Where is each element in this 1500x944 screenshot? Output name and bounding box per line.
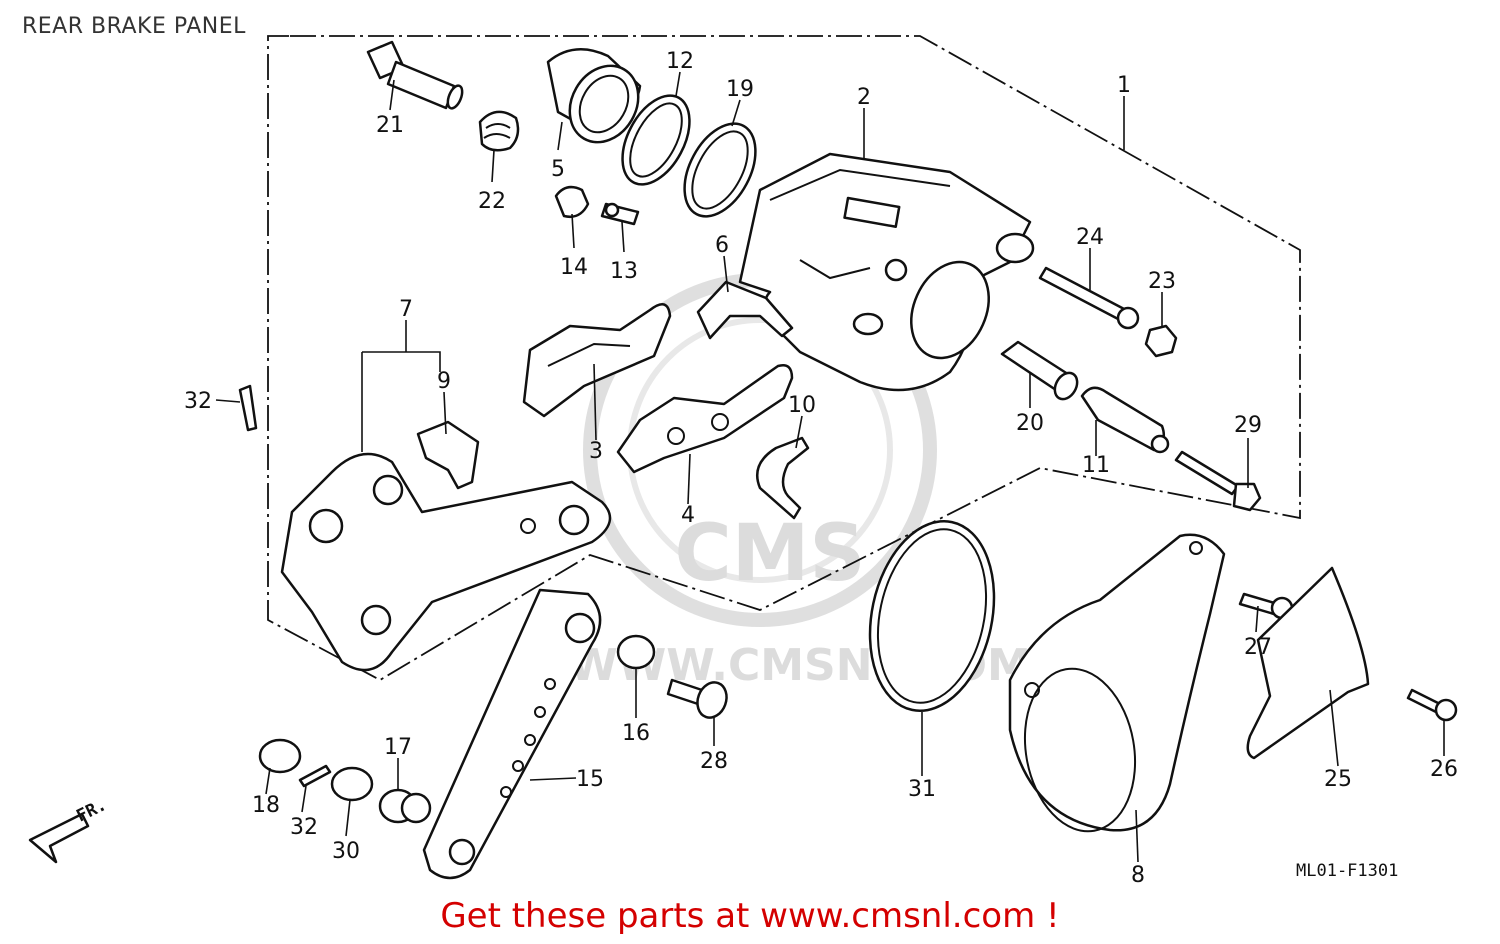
part-10-pad-clip xyxy=(756,436,810,520)
callout-14: 14 xyxy=(560,255,588,280)
callout-7: 7 xyxy=(399,297,413,322)
callout-20: 20 xyxy=(1016,411,1044,436)
callout-12: 12 xyxy=(666,49,694,74)
promo-link[interactable]: Get these parts at www.cmsnl.com ! xyxy=(440,896,1060,936)
part-13-bleeder-valve xyxy=(600,202,640,226)
part-3-brake-pad xyxy=(522,303,672,418)
part-20-sleeve xyxy=(1000,340,1079,401)
callout-3: 3 xyxy=(589,439,603,464)
callout-17: 17 xyxy=(384,735,412,760)
part-22-boot xyxy=(478,110,520,152)
part-2-caliper-body xyxy=(738,152,1035,392)
callout-30: 30 xyxy=(332,839,360,864)
callout-21: 21 xyxy=(376,113,404,138)
callout-5: 5 xyxy=(551,157,565,182)
part-26-bolt xyxy=(1406,688,1458,722)
callout-11: 11 xyxy=(1082,453,1110,478)
callout-19: 19 xyxy=(726,77,754,102)
callout-27: 27 xyxy=(1244,635,1272,660)
callout-6: 6 xyxy=(715,233,729,258)
part-17-collar xyxy=(378,788,432,824)
part-23-nut xyxy=(1144,324,1178,358)
part-7-caliper-bracket xyxy=(280,452,612,672)
callout-16: 16 xyxy=(622,721,650,746)
callout-9: 9 xyxy=(437,369,451,394)
part-31-seal-ring xyxy=(868,520,996,712)
part-11-valve xyxy=(1080,386,1170,454)
part-28-bolt xyxy=(666,678,728,719)
part-4-brake-pad xyxy=(616,364,794,474)
callout-2: 2 xyxy=(857,85,871,110)
callout-18: 18 xyxy=(252,793,280,818)
callout-15: 15 xyxy=(576,767,604,792)
callout-31: 31 xyxy=(908,777,936,802)
callout-32-lower: 32 xyxy=(290,815,318,840)
callout-32-upper: 32 xyxy=(184,389,212,414)
callout-22: 22 xyxy=(478,189,506,214)
drawing-code: ML01-F1301 xyxy=(1296,861,1398,881)
part-21-bolt xyxy=(366,40,464,110)
callout-29: 29 xyxy=(1234,413,1262,438)
callout-23: 23 xyxy=(1148,269,1176,294)
part-24-pin xyxy=(1038,266,1140,330)
part-32-pin-lower xyxy=(298,764,332,788)
callout-10: 10 xyxy=(788,393,816,418)
leader-lines xyxy=(215,71,1445,863)
part-30-nut xyxy=(330,766,374,802)
diagram-title: REAR BRAKE PANEL xyxy=(22,14,246,39)
part-6-pad-spring xyxy=(696,280,794,340)
callout-1: 1 xyxy=(1117,73,1131,98)
callout-24: 24 xyxy=(1076,225,1104,250)
part-8-brake-panel xyxy=(1008,533,1226,833)
watermark-logo: CMS xyxy=(674,509,865,599)
callout-25: 25 xyxy=(1324,767,1352,792)
part-29-bolt xyxy=(1174,450,1262,512)
assembly-frame xyxy=(267,35,1301,682)
front-label: FR. xyxy=(73,795,109,826)
part-16-collar xyxy=(616,634,656,670)
part-5-piston xyxy=(546,48,642,144)
part-15-torque-link xyxy=(422,588,602,880)
callout-26: 26 xyxy=(1430,757,1458,782)
callout-4: 4 xyxy=(681,503,695,528)
callout-8: 8 xyxy=(1131,863,1145,888)
part-25-cover xyxy=(1246,566,1370,760)
callout-13: 13 xyxy=(610,259,638,284)
part-18-nut xyxy=(258,738,302,774)
part-12-seal xyxy=(621,94,691,186)
part-32-pin-upper xyxy=(238,384,258,432)
callouts: 1 2 3 4 5 6 7 8 9 10 11 12 13 14 15 16 1… xyxy=(184,49,1458,888)
part-19-seal xyxy=(683,122,757,218)
front-arrow: FR. xyxy=(28,795,110,864)
part-9-shim xyxy=(416,420,480,490)
part-14-bleeder-cap xyxy=(554,185,590,218)
callout-28: 28 xyxy=(700,749,728,774)
